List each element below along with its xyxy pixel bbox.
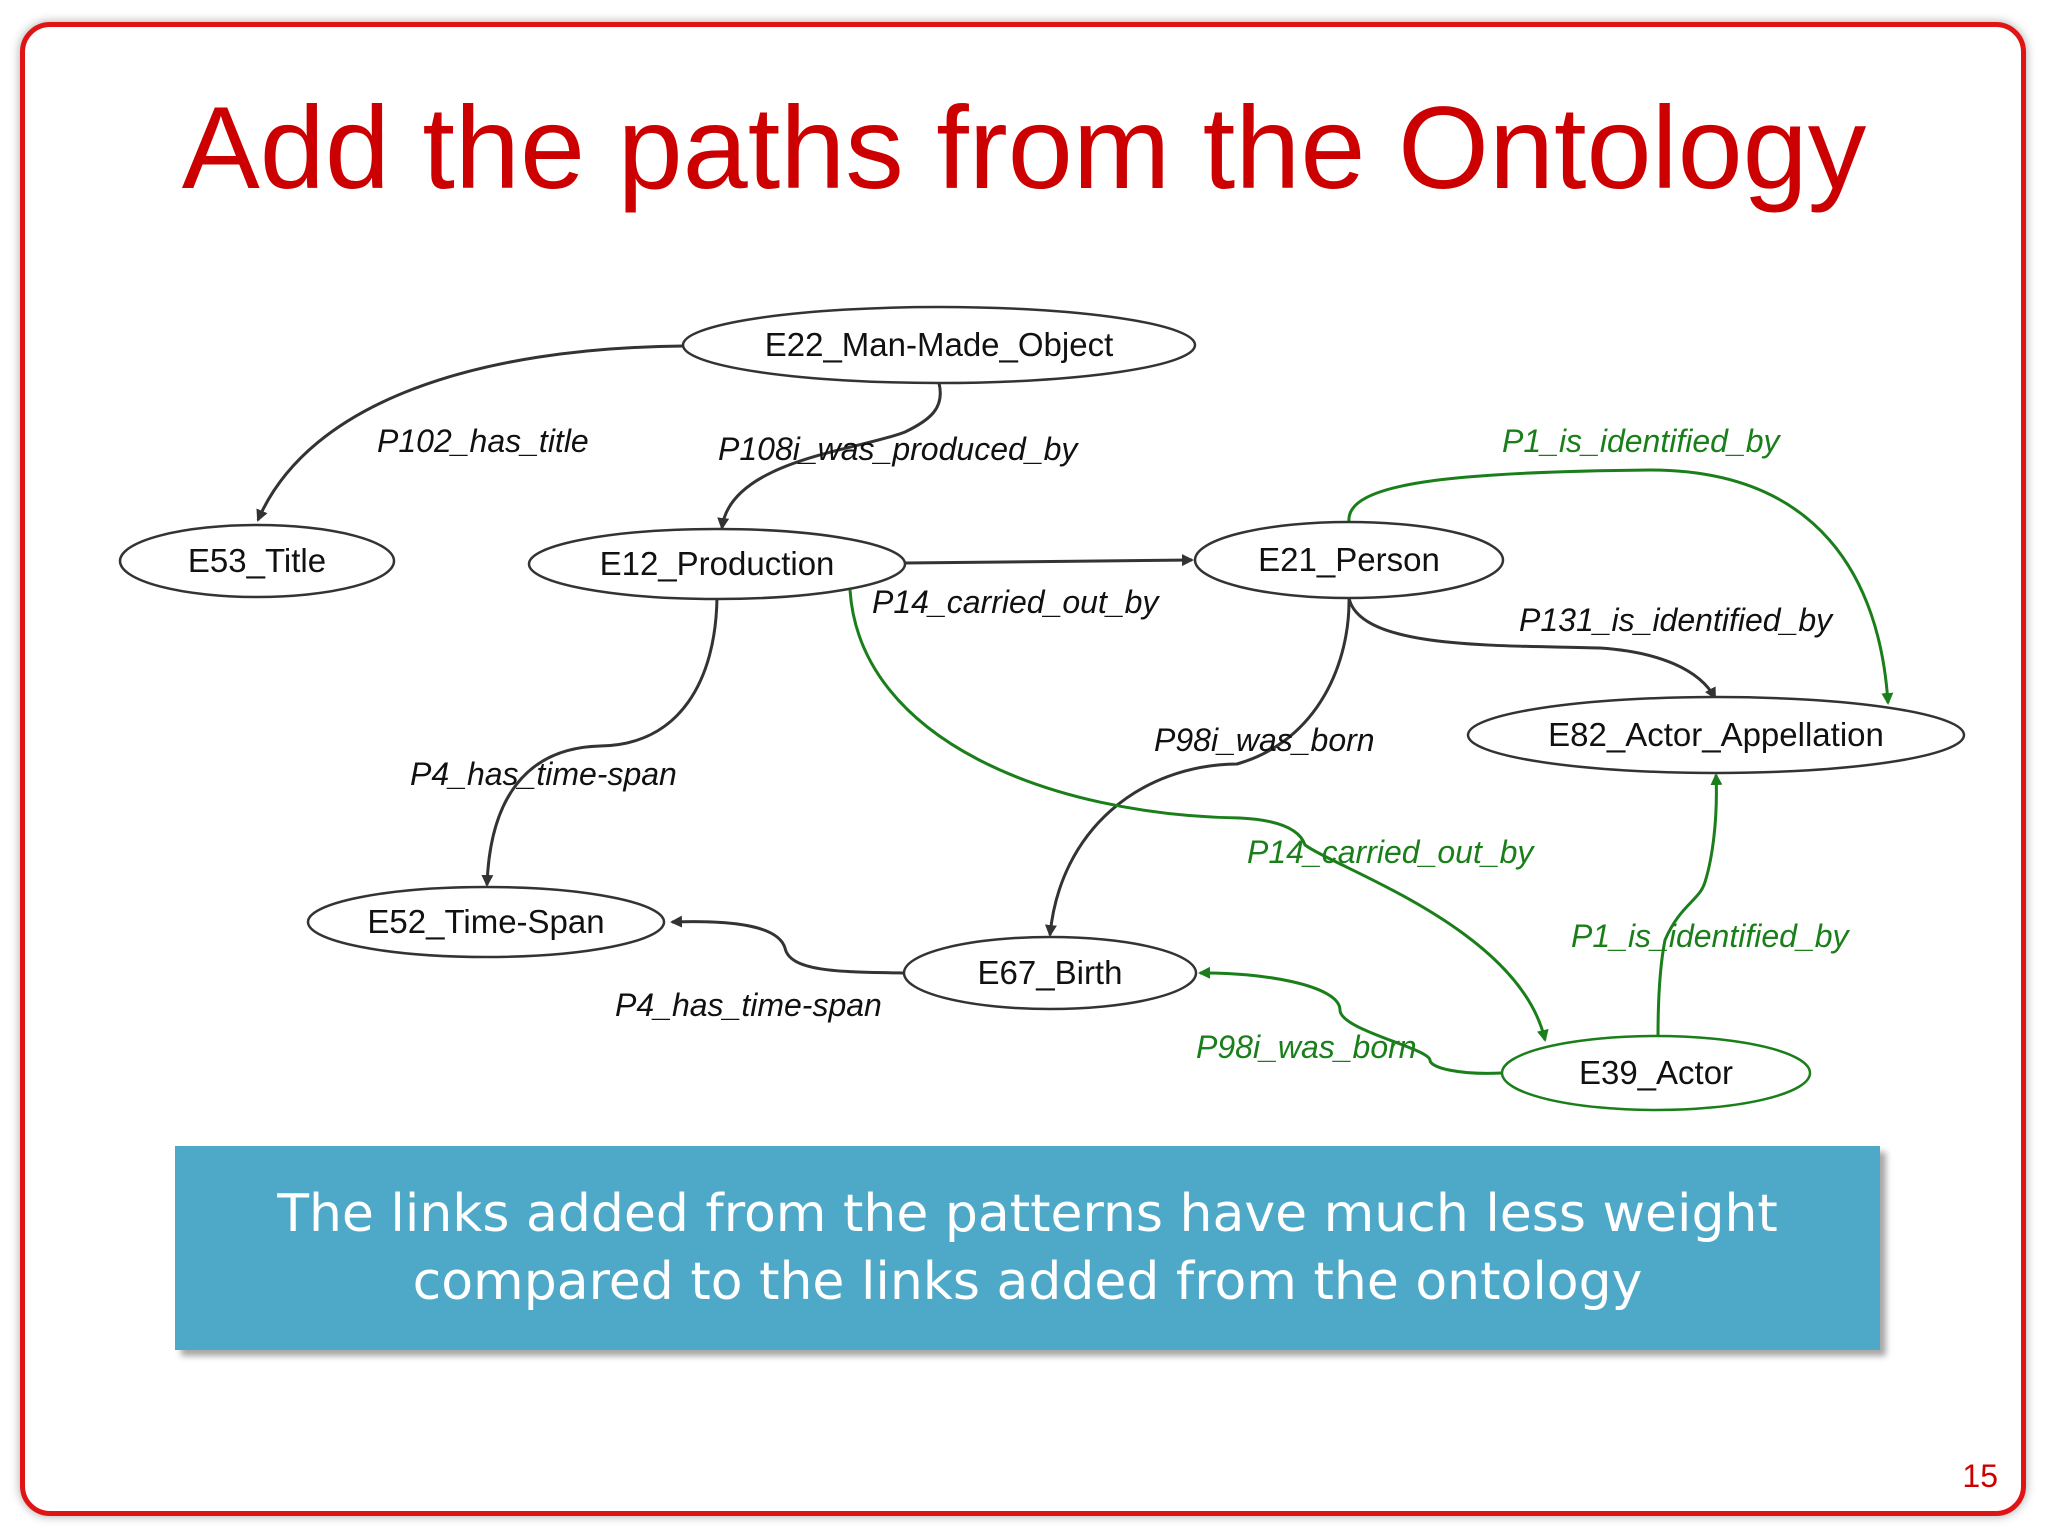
edge-label-p98ib: P98i_was_born	[1196, 1029, 1417, 1065]
page-number: 15	[1962, 1458, 1998, 1494]
node-label-e53: E53_Title	[188, 542, 326, 579]
edge-label-p14a: P14_carried_out_by	[872, 584, 1160, 620]
edge-label-p4a: P4_has_time-span	[410, 756, 677, 792]
edge-p1b	[1656, 773, 1723, 1038]
node-e39: E39_Actor	[1500, 1034, 1812, 1112]
node-label-e52: E52_Time-Span	[367, 903, 604, 940]
edge-label-p4b: P4_has_time-span	[615, 987, 882, 1023]
edge-labels: P102_has_title P108i_was_produced_by P14…	[377, 423, 1851, 1065]
edge-p108i	[717, 382, 942, 530]
edge-p14a	[904, 554, 1194, 567]
slide-title: Add the paths from the Ontology	[181, 82, 1867, 213]
node-e52: E52_Time-Span	[306, 885, 666, 959]
node-ellipse-e67	[902, 935, 1198, 1011]
edge-label-p102: P102_has_title	[377, 423, 589, 459]
edge-p14b	[848, 589, 1549, 1042]
callout-box: The links added from the patterns have m…	[175, 1146, 1880, 1350]
node-e67: E67_Birth	[902, 935, 1198, 1011]
edge-label-p1a: P1_is_identified_by	[1502, 423, 1782, 459]
node-label-e22: E22_Man-Made_Object	[765, 326, 1114, 363]
edge-p98ia	[1044, 597, 1351, 937]
edge-p102	[256, 344, 684, 522]
edge-label-p108i: P108i_was_produced_by	[718, 431, 1079, 467]
node-ellipse-e52	[306, 885, 666, 959]
edge-label-p1b: P1_is_identified_by	[1571, 918, 1851, 954]
edge-label-p131: P131_is_identified_by	[1519, 602, 1834, 638]
edge-p4b	[670, 915, 905, 975]
edge-p4a	[481, 596, 719, 887]
edge-p1a	[1347, 468, 1894, 705]
edge-label-p14b: P14_carried_out_by	[1247, 834, 1535, 870]
nodes: E22_Man-Made_Object E53_Title E12_Produc…	[118, 305, 1966, 1112]
edges	[256, 344, 1894, 1075]
node-e12: E12_Production	[527, 527, 907, 601]
node-ellipse-e82	[1466, 695, 1966, 775]
node-ellipse-e12	[527, 527, 907, 601]
node-label-e12: E12_Production	[600, 545, 835, 582]
edge-p131	[1347, 597, 1717, 700]
node-ellipse-e53	[118, 523, 396, 599]
node-ellipse-e39	[1500, 1034, 1812, 1112]
node-ellipse-e22	[681, 305, 1197, 385]
node-label-e67: E67_Birth	[978, 954, 1123, 991]
edge-label-p98ia: P98i_was_born	[1154, 722, 1375, 758]
node-e53: E53_Title	[118, 523, 396, 599]
node-ellipse-e21	[1193, 520, 1505, 600]
edge-p98ib	[1198, 966, 1503, 1075]
node-label-e39: E39_Actor	[1579, 1054, 1733, 1091]
node-label-e21: E21_Person	[1258, 541, 1440, 578]
node-e22: E22_Man-Made_Object	[681, 305, 1197, 385]
node-e82: E82_Actor_Appellation	[1466, 695, 1966, 775]
node-e21: E21_Person	[1193, 520, 1505, 600]
callout-text: The links added from the patterns have m…	[277, 1184, 1778, 1312]
node-label-e82: E82_Actor_Appellation	[1548, 716, 1884, 753]
